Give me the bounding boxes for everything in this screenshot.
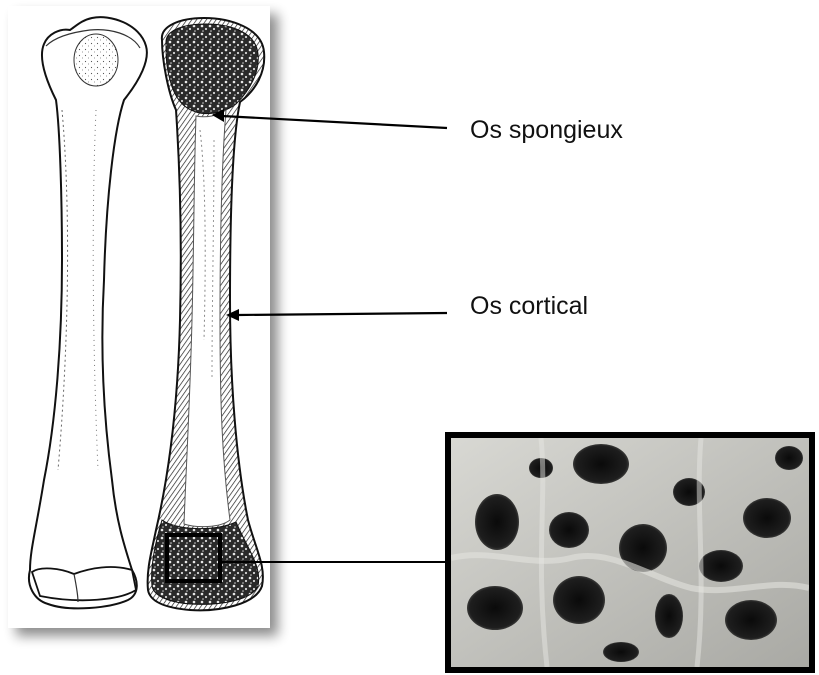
trabecular-bone-photo (445, 432, 815, 673)
label-spongy-bone: Os spongieux (470, 116, 623, 145)
label-cortical-bone: Os cortical (470, 292, 588, 321)
